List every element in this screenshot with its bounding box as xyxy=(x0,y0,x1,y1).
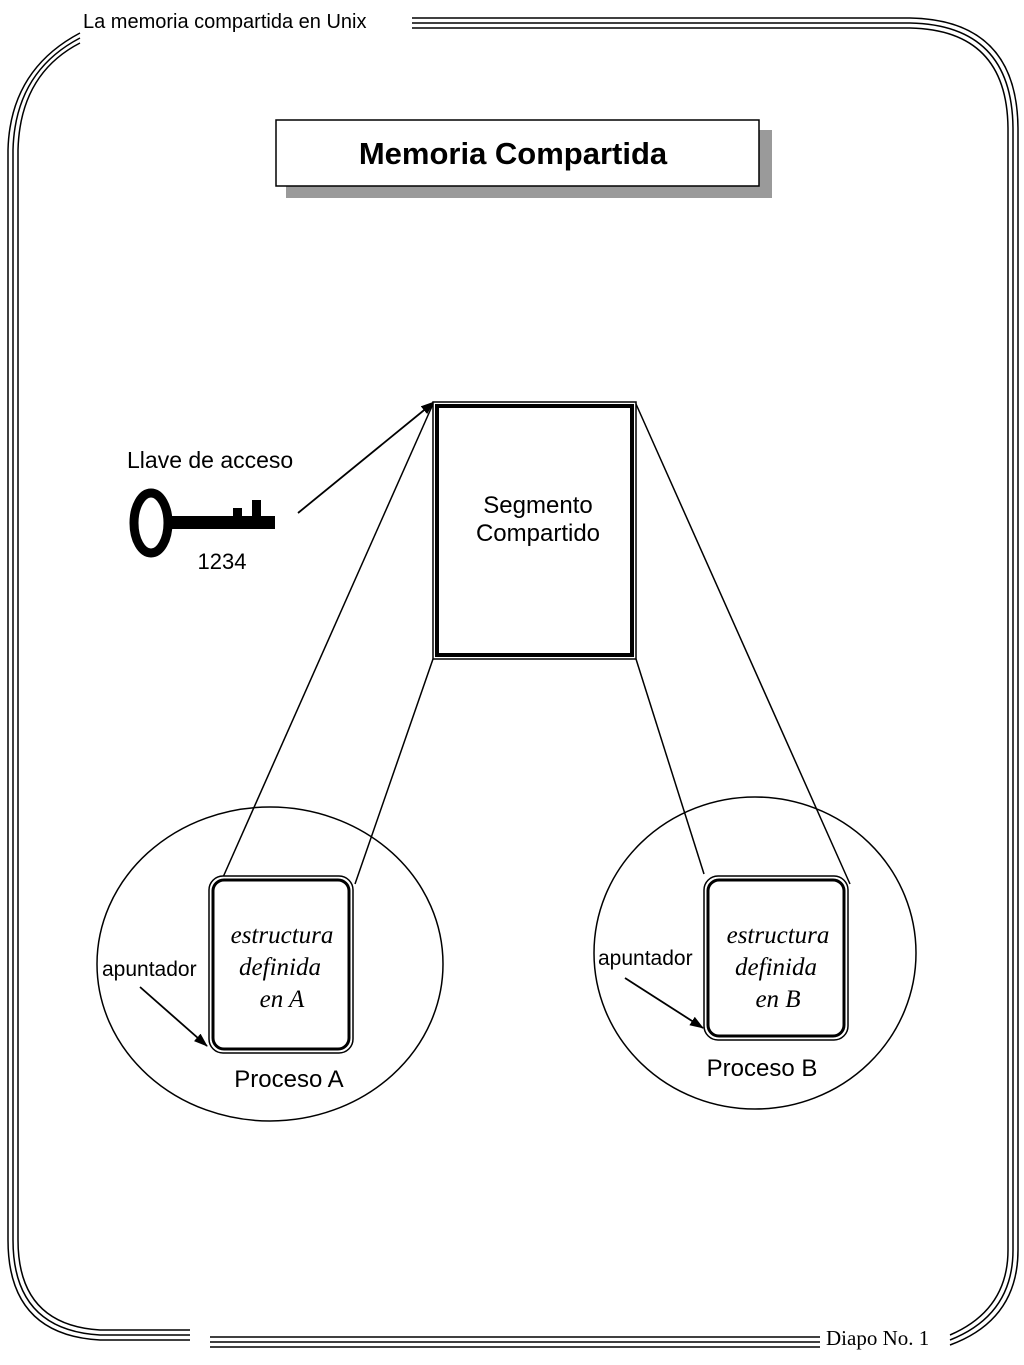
struct-b-line2: definida xyxy=(735,954,817,981)
process-a-name: Proceso A xyxy=(234,1066,343,1093)
page-title: Memoria Compartida xyxy=(359,136,668,171)
struct-a-box xyxy=(208,875,354,1054)
title-box: Memoria Compartida xyxy=(275,119,772,198)
struct-a-line1: estructura xyxy=(231,922,334,949)
key-number: 1234 xyxy=(198,549,247,574)
struct-a-line2: definida xyxy=(239,954,321,981)
pointer-a-arrow xyxy=(139,986,208,1047)
struct-b-line3: en B xyxy=(755,986,800,1013)
page-frame xyxy=(7,17,1019,1348)
segment-label-line2: Compartido xyxy=(476,520,600,547)
title-frame xyxy=(275,119,760,187)
shared-segment: Segmento Compartido xyxy=(432,401,637,660)
pointer-a-label: apuntador xyxy=(102,958,197,981)
struct-b-box xyxy=(703,875,849,1041)
pointer-b-label: apuntador xyxy=(598,947,693,970)
struct-a-line3: en A xyxy=(260,986,305,1013)
process-b: estructura definida en B apuntador Proce… xyxy=(593,796,917,1110)
running-title: La memoria compartida en Unix xyxy=(83,11,366,33)
key-to-segment-arrow xyxy=(297,401,435,514)
key-label: Llave de acceso xyxy=(127,447,293,473)
key-icon xyxy=(129,488,275,558)
pointer-b-arrow xyxy=(624,977,704,1029)
process-b-name: Proceso B xyxy=(707,1055,818,1082)
slide-number-label: Diapo No. 1 xyxy=(826,1326,929,1350)
process-a-ellipse xyxy=(96,806,444,1122)
struct-b-line1: estructura xyxy=(727,922,830,949)
process-a: estructura definida en A apuntador Proce… xyxy=(96,806,444,1122)
segment-label-line1: Segmento xyxy=(483,492,592,519)
projection-lines xyxy=(219,403,851,885)
process-b-ellipse xyxy=(593,796,917,1110)
